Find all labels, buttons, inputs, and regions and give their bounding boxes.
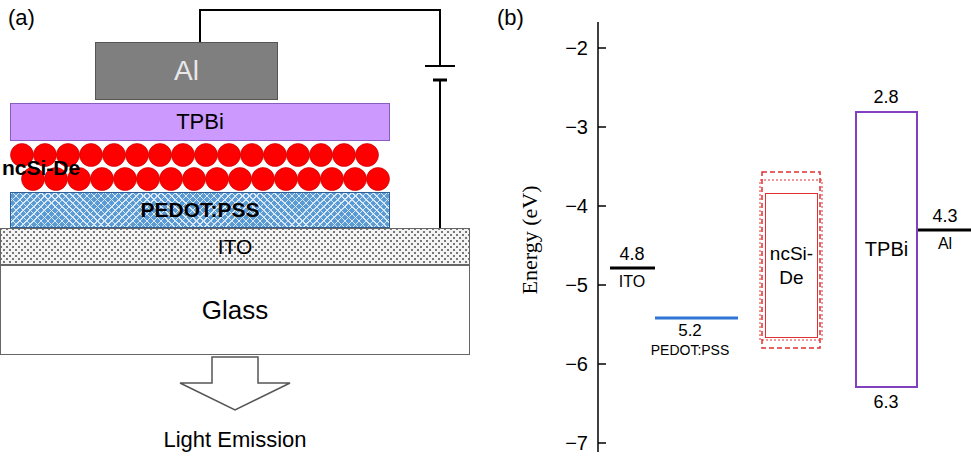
level-name: PEDOT:PSS [651, 342, 730, 358]
energy-band-box: ncSi- De [765, 193, 818, 338]
level-value: 6.3 [873, 392, 898, 413]
tick-label: −2 [565, 37, 588, 60]
substrate-box: Glass [0, 265, 470, 355]
layer-label: ncSi- De [770, 242, 814, 290]
layer-label: Glass [202, 295, 268, 326]
axis-ticks [598, 48, 606, 443]
ncsi-range [762, 172, 820, 348]
panel-label: (a) [8, 5, 35, 31]
caption-text: Light Emission [163, 427, 306, 453]
panel-label: (b) [497, 5, 524, 31]
layer-label: Al [174, 55, 199, 87]
layer-box: ITO [0, 228, 470, 265]
layer-label: PEDOT:PSS [140, 198, 259, 222]
electrode-layer: Al [95, 42, 278, 100]
ncsi-range [760, 180, 822, 340]
layer-label: ncSi-De [2, 156, 80, 180]
tick-label: −5 [565, 274, 588, 297]
tick-label: −6 [565, 353, 588, 376]
level-name: ITO [619, 273, 645, 291]
level-value: 5.2 [678, 321, 702, 341]
al-level [918, 229, 971, 232]
layer-label: ITO [218, 235, 253, 259]
energy-band-box: TPBi [855, 111, 918, 388]
level-name: Al [938, 235, 952, 253]
level-value: 4.3 [932, 206, 957, 227]
level-value: 4.8 [619, 244, 644, 265]
tick-label: −7 [565, 432, 588, 455]
layer-label: TPBi [176, 109, 224, 135]
nanocrystal-layer: ncSi-De [2, 143, 382, 192]
tick-label: −3 [565, 116, 588, 139]
emission-arrow [180, 357, 290, 410]
layer-box: TPBi [10, 103, 390, 141]
tick-label: −4 [565, 195, 588, 218]
layer-box: PEDOT:PSS [10, 192, 390, 228]
energy-axis [597, 22, 599, 452]
layer-label: TPBi [865, 238, 908, 261]
level-value: 2.8 [873, 87, 898, 108]
axis-title: Energy (eV) [517, 186, 543, 295]
ito-level [610, 267, 655, 270]
pedot-level [655, 317, 738, 320]
